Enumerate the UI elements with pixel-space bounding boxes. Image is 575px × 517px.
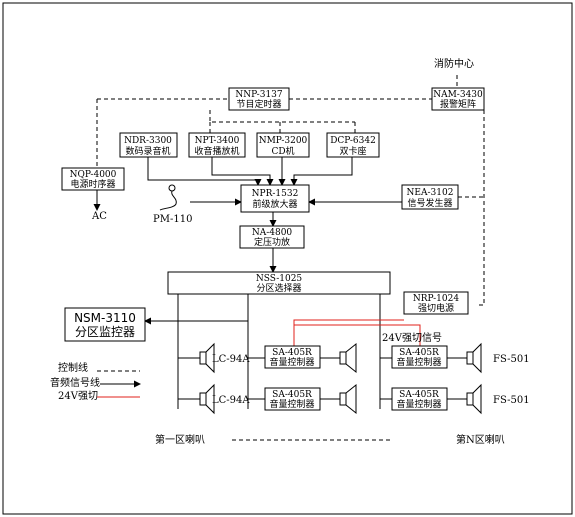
connections (93, 75, 485, 441)
svg-text:CD机: CD机 (271, 145, 294, 157)
ndr-box: NDR-3300 数码录音机 (119, 132, 178, 158)
fs-label-1: FS-501 (493, 354, 530, 365)
svg-text:NSS-1025: NSS-1025 (256, 274, 303, 284)
strong-signal-label: 24V强切信号 (382, 332, 442, 344)
legend: 控制线 音频信号线 24V强切 (50, 361, 141, 402)
svg-text:DCP-6342: DCP-6342 (330, 136, 376, 146)
fs-label-2: FS-501 (493, 395, 530, 406)
svg-text:SA-405R: SA-405R (272, 348, 312, 358)
svg-text:前级放大器: 前级放大器 (252, 198, 297, 210)
sa-box-3: SA-405R 音量控制器 (391, 345, 448, 369)
npr-box: NPR-1532 前级放大器 (240, 184, 310, 213)
svg-text:NNP-3137: NNP-3137 (235, 90, 283, 100)
sa-box-4: SA-405R 音量控制器 (391, 387, 448, 411)
svg-text:NPT-3400: NPT-3400 (195, 136, 240, 146)
svg-text:电源时序器: 电源时序器 (70, 178, 115, 190)
svg-text:音量控制器: 音量控制器 (269, 356, 314, 368)
svg-text:分区选择器: 分区选择器 (256, 282, 301, 294)
speaker-icon (339, 342, 357, 374)
svg-text:NEA-3102: NEA-3102 (407, 188, 454, 198)
speaker-icon (466, 383, 482, 415)
svg-text:音量控制器: 音量控制器 (396, 356, 441, 368)
svg-text:NAM-3430: NAM-3430 (433, 90, 483, 100)
svg-text:音量控制器: 音量控制器 (269, 398, 314, 410)
legend-power-label: 24V强切 (58, 390, 98, 402)
lc-label-2: LC-94A (212, 395, 250, 406)
ac-label: AC (91, 211, 107, 222)
svg-text:NRP-1024: NRP-1024 (413, 294, 459, 304)
microphone-icon (159, 184, 177, 211)
sa-box-1: SA-405R 音量控制器 (264, 345, 321, 369)
svg-text:NPR-1532: NPR-1532 (252, 189, 299, 199)
nss-box: NSS-1025 分区选择器 (167, 271, 391, 295)
svg-text:NA-4800: NA-4800 (252, 228, 293, 238)
speaker-icon (339, 383, 357, 415)
npt-box: NPT-3400 收音播放机 (188, 132, 246, 158)
svg-text:强切电源: 强切电源 (418, 302, 454, 314)
svg-text:节目定时器: 节目定时器 (236, 98, 281, 110)
svg-text:信号发生器: 信号发生器 (407, 197, 452, 209)
svg-text:NDR-3300: NDR-3300 (124, 136, 172, 146)
nmp-box: NMP-3200 CD机 (256, 132, 310, 158)
svg-text:NMP-3200: NMP-3200 (259, 136, 308, 146)
dcp-box: DCP-6342 双卡座 (326, 132, 380, 158)
pm-label: PM-110 (153, 214, 192, 225)
speaker-icon (199, 342, 215, 374)
svg-text:双卡座: 双卡座 (339, 145, 366, 157)
nnp-box: NNP-3137 节目定时器 (228, 87, 290, 111)
sa-box-2: SA-405R 音量控制器 (264, 387, 321, 411)
zone-n-label: 第N区喇叭 (456, 433, 505, 446)
nrp-box: NRP-1024 强切电源 (403, 291, 469, 315)
svg-text:数码录音机: 数码录音机 (125, 145, 170, 157)
svg-text:SA-405R: SA-405R (399, 348, 439, 358)
nqp-box: NQP-4000 电源时序器 (61, 167, 125, 191)
svg-text:SA-405R: SA-405R (272, 390, 312, 400)
fire-center-label: 消防中心 (434, 57, 474, 70)
legend-audio-label: 音频信号线 (50, 376, 100, 389)
svg-text:音量控制器: 音量控制器 (396, 398, 441, 410)
speaker-icon (199, 383, 215, 415)
zone-first-label: 第一区喇叭 (155, 433, 205, 446)
svg-text:NSM-3110: NSM-3110 (74, 311, 136, 325)
svg-text:SA-405R: SA-405R (399, 390, 439, 400)
legend-control-label: 控制线 (58, 361, 88, 374)
na-box: NA-4800 定压功放 (239, 225, 305, 249)
svg-text:报警矩阵: 报警矩阵 (440, 98, 476, 110)
nea-box: NEA-3102 信号发生器 (401, 184, 459, 210)
speaker-icon (466, 342, 482, 374)
svg-text:定压功放: 定压功放 (254, 236, 290, 248)
nam-box: NAM-3430 报警矩阵 (431, 87, 485, 111)
svg-text:NQP-4000: NQP-4000 (70, 170, 117, 180)
svg-text:收音播放机: 收音播放机 (194, 145, 239, 157)
svg-text:分区监控器: 分区监控器 (75, 325, 135, 339)
nsm-box: NSM-3110 分区监控器 (64, 307, 146, 342)
lc-label-1: LC-94A (212, 354, 250, 365)
